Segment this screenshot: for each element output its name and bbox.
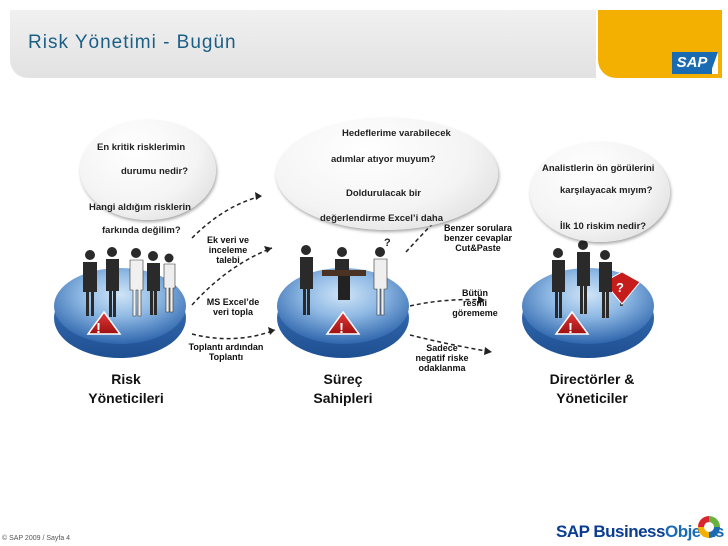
label-line: Sadece	[426, 343, 458, 353]
label-line: Ek veri ve	[206, 235, 250, 245]
label-line: Benzer sorulara	[443, 223, 513, 233]
process-label-negative-risk: Sadece negatif riske odaklanma	[404, 343, 480, 373]
people-directors-icon	[552, 240, 612, 318]
warning-icon: !	[86, 310, 122, 337]
speech-bubble-risk-managers	[80, 120, 216, 220]
svg-text:?: ?	[616, 280, 624, 295]
label-line: görememe	[452, 308, 498, 318]
label-line: Cut&Paste	[455, 243, 501, 253]
bubble-text: karşılayacak mıyım?	[560, 185, 653, 196]
process-label-ms-excel: MS Excel’de veri topla	[198, 297, 268, 317]
label-line: benzer cevaplar	[443, 233, 513, 243]
bubble-text: farkında değilim?	[102, 225, 181, 236]
svg-text:!: !	[339, 320, 344, 337]
group-label-directors: Directörler & Yöneticiler	[532, 370, 652, 408]
page-title: Risk Yönetimi - Bugün	[28, 32, 237, 53]
people-risk-managers-icon	[83, 247, 176, 317]
label-line: Toplantı ardından	[188, 342, 264, 352]
svg-text:!: !	[568, 320, 573, 337]
process-label-similar-questions: Benzer sorulara benzer cevaplar Cut&Past…	[432, 223, 524, 253]
label-line: negatif riske	[415, 353, 469, 363]
label-line: Sahipleri	[313, 390, 373, 406]
speech-bubble-directors	[530, 142, 670, 242]
logo-text-a: SAP Business	[556, 522, 665, 541]
label-line: MS Excel’de	[206, 297, 260, 307]
bubble-text: Hangi aldığım risklerin	[89, 202, 191, 213]
bubble-text: durumu nedir?	[121, 166, 189, 177]
sap-logo-text: SAP	[672, 52, 712, 74]
svg-text:!: !	[96, 320, 101, 337]
label-line: Süreç	[323, 371, 363, 387]
bubble-text: Analistlerin ön görülerini	[542, 163, 655, 174]
label-line: Directörler &	[549, 371, 635, 387]
bubble-text: değerlendirme Excel’i daha	[320, 213, 444, 224]
business-objects-ball-icon	[698, 516, 720, 538]
label-line: Risk	[111, 371, 141, 387]
sap-logo: SAP	[672, 52, 718, 74]
process-label-meeting: Toplantı ardından Toplantı	[180, 342, 272, 362]
bubble-text: Hedeflerime varabilecek	[342, 128, 451, 139]
label-line: talebi	[216, 255, 240, 265]
label-line: Toplantı	[208, 352, 244, 362]
bubble-text: adımlar atıyor muyum?	[331, 154, 436, 165]
header-bar: Risk Yönetimi - Bugün	[10, 10, 596, 78]
bubble-text: İlk 10 riskim nedir?	[560, 221, 647, 232]
speech-bubble-process-owners	[276, 118, 498, 230]
people-process-owners-icon	[300, 245, 388, 316]
label-line: veri topla	[212, 307, 253, 317]
warning-icon: !	[554, 310, 590, 337]
footer-copyright: © SAP 2009 / Sayfa 4	[2, 535, 71, 542]
group-label-process-owners: Süreç Sahipleri	[293, 370, 393, 408]
label-line: resmi	[462, 298, 488, 308]
group-label-risk-managers: Risk Yöneticileri	[66, 370, 186, 408]
label-line: inceleme	[208, 245, 248, 255]
warning-icon: !	[325, 310, 361, 337]
bubble-text: Doldurulacak bir	[346, 188, 421, 199]
label-line: Bütün	[462, 288, 488, 298]
process-label-extra-data: Ek veri ve inceleme talebi	[198, 235, 258, 265]
label-line: Yöneticileri	[88, 390, 164, 406]
label-line: Yöneticiler	[556, 390, 628, 406]
label-line: odaklanma	[418, 363, 466, 373]
question-mark: ?	[384, 237, 391, 249]
bubble-text: En kritik risklerimin	[97, 142, 186, 153]
process-label-full-picture: Bütün resmi görememe	[442, 288, 508, 318]
